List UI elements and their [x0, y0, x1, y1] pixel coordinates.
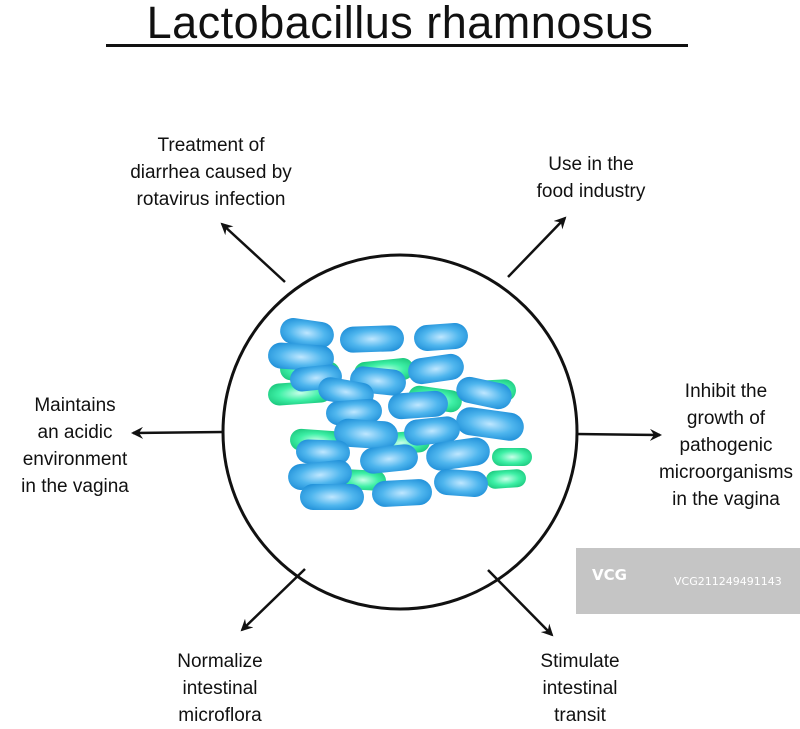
blue-bacterium	[434, 469, 488, 497]
label-inhibit-pathogens: Inhibit the growth of pathogenic microor…	[658, 381, 794, 510]
watermark-id: VCG211249491143	[674, 575, 782, 588]
label-stimulate-transit: Stimulate intestinal transit	[540, 651, 620, 726]
label-normalize-microflora: Normalize intestinal microflora	[177, 651, 263, 726]
green-bacterium	[486, 469, 526, 489]
watermark-logo: VCG	[592, 566, 627, 584]
blue-bacterium	[388, 390, 448, 420]
blue-bacterium	[334, 418, 398, 450]
blue-bacterium	[360, 444, 418, 474]
arrow-right	[575, 428, 662, 441]
blue-bacterium	[408, 353, 464, 385]
blue-bacterium	[300, 484, 364, 510]
arrow-left	[131, 426, 224, 439]
bacteria-cluster	[268, 318, 532, 510]
blue-bacterium	[372, 479, 432, 507]
arrow-top-right	[507, 216, 567, 278]
label-acidic-environment: Maintains an acidic environment in the v…	[21, 395, 129, 497]
diagram-title: Lactobacillus rhamnosus	[146, 0, 654, 48]
label-treatment-diarrhea: Treatment of diarrhea caused by rotaviru…	[130, 135, 292, 210]
blue-bacterium	[456, 407, 524, 441]
blue-bacterium	[326, 398, 382, 426]
title-underline	[106, 44, 688, 47]
blue-bacterium	[456, 376, 512, 410]
blue-bacterium	[268, 342, 334, 372]
arrows	[131, 216, 662, 637]
green-bacterium	[492, 448, 532, 466]
label-food-industry: Use in the food industry	[536, 154, 646, 202]
blue-bacterium	[296, 439, 350, 465]
blue-bacterium	[288, 460, 352, 490]
blue-bacterium	[340, 325, 404, 353]
arrow-top-left	[220, 222, 286, 283]
arrow-bottom-right	[487, 569, 554, 637]
microscope-view-circle	[221, 253, 579, 611]
blue-bacterium	[414, 323, 468, 351]
arrow-bottom-left	[240, 568, 306, 632]
blue-bacterium	[404, 416, 460, 446]
blue-bacterium	[318, 377, 374, 407]
watermark: VCG VCG211249491143	[576, 548, 800, 614]
blue-bacterium	[280, 318, 334, 348]
blue-bacterium	[426, 437, 490, 471]
